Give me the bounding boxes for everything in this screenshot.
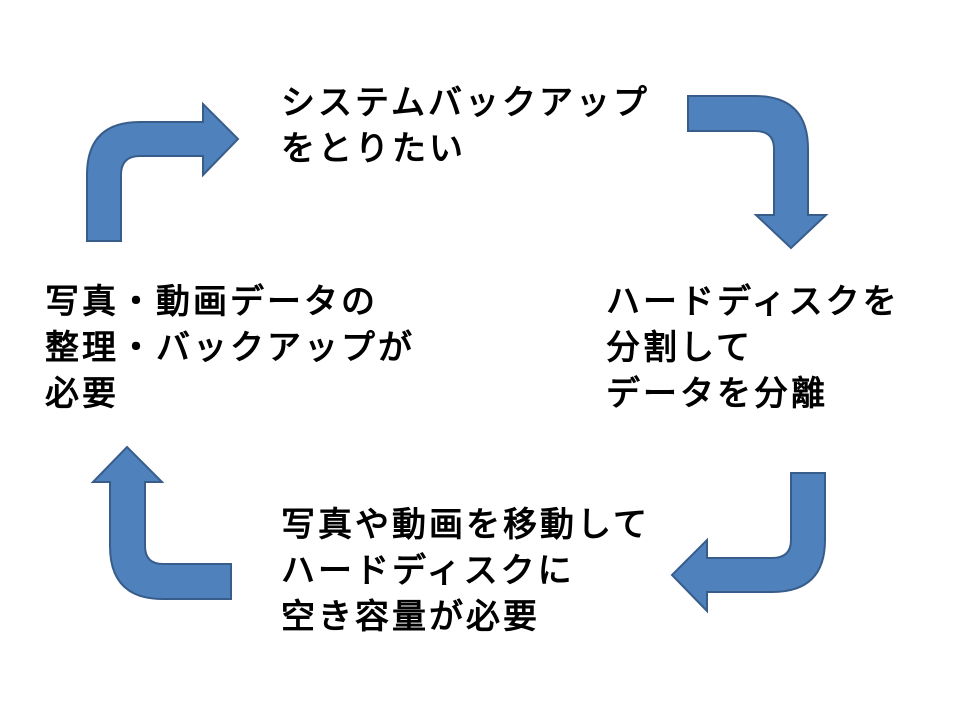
node-text-line: 空き容量が必要 (281, 597, 540, 637)
arrow-bottom-to-left (90, 445, 232, 600)
node-text-line: 写真や動画を移動して (281, 505, 650, 545)
node-text-line: ハードディスクに (281, 551, 575, 591)
node-text-line: データを分離 (606, 374, 828, 414)
node-system-backup: システムバックアップ をとりたい (281, 80, 650, 172)
node-text-line: 分割して (606, 328, 753, 368)
node-text-line: 整理・バックアップが (45, 328, 415, 368)
node-text-line: システムバックアップ (281, 83, 650, 123)
node-text-line: ハードディスクを (606, 282, 900, 322)
node-text-line: 写真・動画データの (45, 282, 378, 322)
node-text-line: をとりたい (281, 129, 466, 169)
node-text-line: 必要 (45, 374, 119, 414)
arrow-left-to-top (86, 101, 240, 242)
arrow-top-to-right (687, 95, 829, 250)
node-partition-disk: ハードディスクを 分割して データを分離 (606, 279, 900, 417)
arrow-right-to-bottom (670, 472, 826, 614)
node-organize-media: 写真・動画データの 整理・バックアップが 必要 (45, 279, 415, 417)
node-free-space: 写真や動画を移動して ハードディスクに 空き容量が必要 (281, 502, 650, 640)
